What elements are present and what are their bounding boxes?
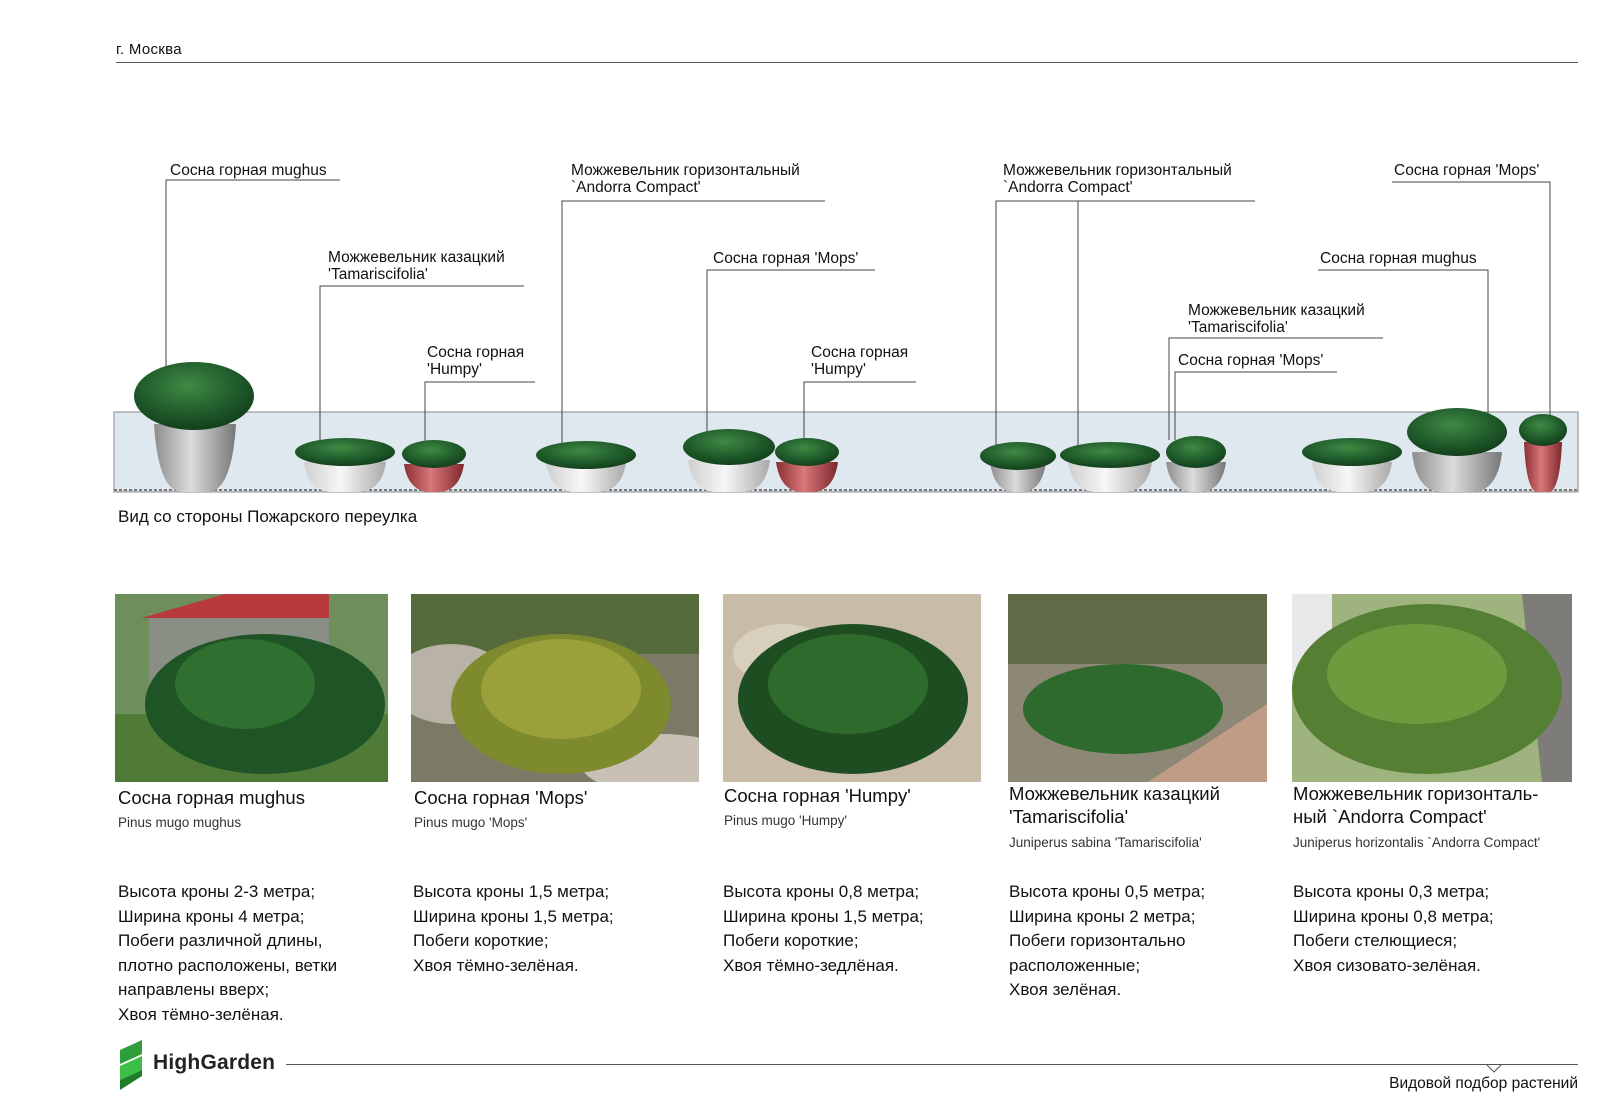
label-pine-mughus-2: Сосна горная mughus (1320, 250, 1477, 267)
label-juniper-tamariscifolia-1: Можжевельник казацкий'Tamariscifolia' (328, 249, 505, 283)
card-title-3: Сосна горная 'Humpy' (724, 785, 911, 806)
card-desc-3: Высота кроны 0,8 метра; Ширина кроны 1,5… (723, 882, 924, 975)
photo-pine-humpy (723, 594, 981, 782)
diagram-caption: Вид со стороны Пожарского переулка (118, 507, 418, 526)
brand-logo-icon (120, 1040, 142, 1090)
label-pine-humpy-2: Сосна горная'Humpy' (811, 344, 909, 378)
plant-pine-mughus-1 (134, 362, 254, 492)
label-juniper-andorra-1: Можжевельник горизонтальный`Andorra Comp… (571, 162, 800, 196)
label-pine-mughus-1: Сосна горная mughus (170, 162, 327, 179)
label-pine-mops-1: Сосна горная 'Mops' (713, 250, 859, 267)
photo-pine-mughus (115, 594, 388, 782)
card-title-1: Сосна горная mughus (118, 787, 305, 808)
plant-pine-mops-1 (683, 429, 775, 492)
label-pine-mops-3: Сосна горная 'Mops' (1394, 162, 1540, 179)
elevation-diagram (113, 179, 1579, 493)
brand-name: HighGarden (153, 1051, 276, 1074)
footer-divider (286, 1064, 1578, 1065)
plant-pine-mughus-2 (1407, 408, 1507, 492)
plant-juniper-andorra-2 (980, 442, 1056, 492)
photo-juniper-andorra (1292, 594, 1572, 782)
plant-juniper-andorra-3 (1060, 442, 1160, 492)
label-pine-mops-2: Сосна горная 'Mops' (1178, 352, 1324, 369)
footer-notch-icon (1486, 1064, 1502, 1073)
plant-pine-humpy-1 (402, 440, 466, 492)
photo-pine-mops (411, 594, 699, 782)
card-latin-2: Pinus mugo 'Mops' (414, 815, 528, 830)
plant-pine-humpy-2 (775, 438, 839, 492)
plant-pine-mops-3 (1519, 414, 1567, 492)
label-juniper-tamariscifolia-2: Можжевельник казацкий'Tamariscifolia' (1188, 302, 1365, 336)
photo-juniper-tamariscifolia (1008, 594, 1267, 782)
header-divider (116, 62, 1578, 63)
leader-lines (165, 179, 1551, 446)
card-title-2: Сосна горная 'Mops' (414, 787, 588, 808)
plant-pine-mops-2 (1166, 436, 1226, 492)
label-pine-humpy-1: Сосна горная'Humpy' (427, 344, 525, 378)
card-desc-4: Высота кроны 0,5 метра; Ширина кроны 2 м… (1009, 882, 1206, 999)
card-latin-1: Pinus mugo mughus (118, 815, 242, 830)
card-desc-5: Высота кроны 0,3 метра; Ширина кроны 0,8… (1293, 882, 1494, 975)
card-title-5: Можжевельник горизонталь- ный `Andorra C… (1293, 783, 1539, 827)
plant-juniper-tamariscifolia-2 (1302, 438, 1402, 492)
card-desc-2: Высота кроны 1,5 метра; Ширина кроны 1,5… (413, 882, 614, 975)
plant-juniper-andorra-1 (536, 441, 636, 492)
card-latin-3: Pinus mugo 'Humpy' (724, 813, 847, 828)
card-desc-1: Высота кроны 2-3 метра; Ширина кроны 4 м… (118, 882, 338, 1024)
plant-juniper-tamariscifolia-1 (295, 438, 395, 492)
label-juniper-andorra-2: Можжевельник горизонтальный`Andorra Comp… (1003, 162, 1232, 196)
city-label: г. Москва (116, 41, 182, 58)
card-latin-4: Juniperus sabina 'Tamariscifolia' (1009, 835, 1202, 850)
footer-title: Видовой подбор растений (1389, 1075, 1578, 1092)
card-latin-5: Juniperus horizontalis `Andorra Compact' (1293, 835, 1541, 850)
card-title-4: Можжевельник казацкий 'Tamariscifolia' (1009, 783, 1220, 827)
